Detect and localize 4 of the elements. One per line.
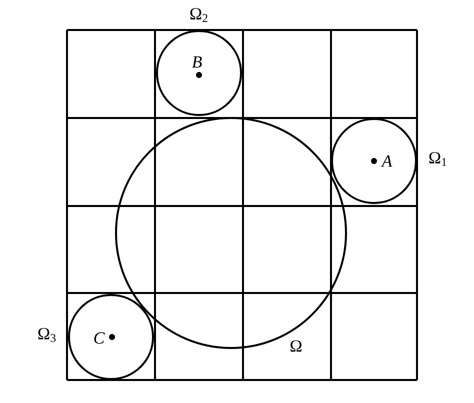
- circle-label: Ω: [290, 340, 302, 352]
- circle-label: Ω$_{2}$: [190, 8, 208, 22]
- circle-label: Ω$_{1}$: [429, 152, 446, 166]
- circle-label: Ω$_{3}$: [38, 328, 56, 342]
